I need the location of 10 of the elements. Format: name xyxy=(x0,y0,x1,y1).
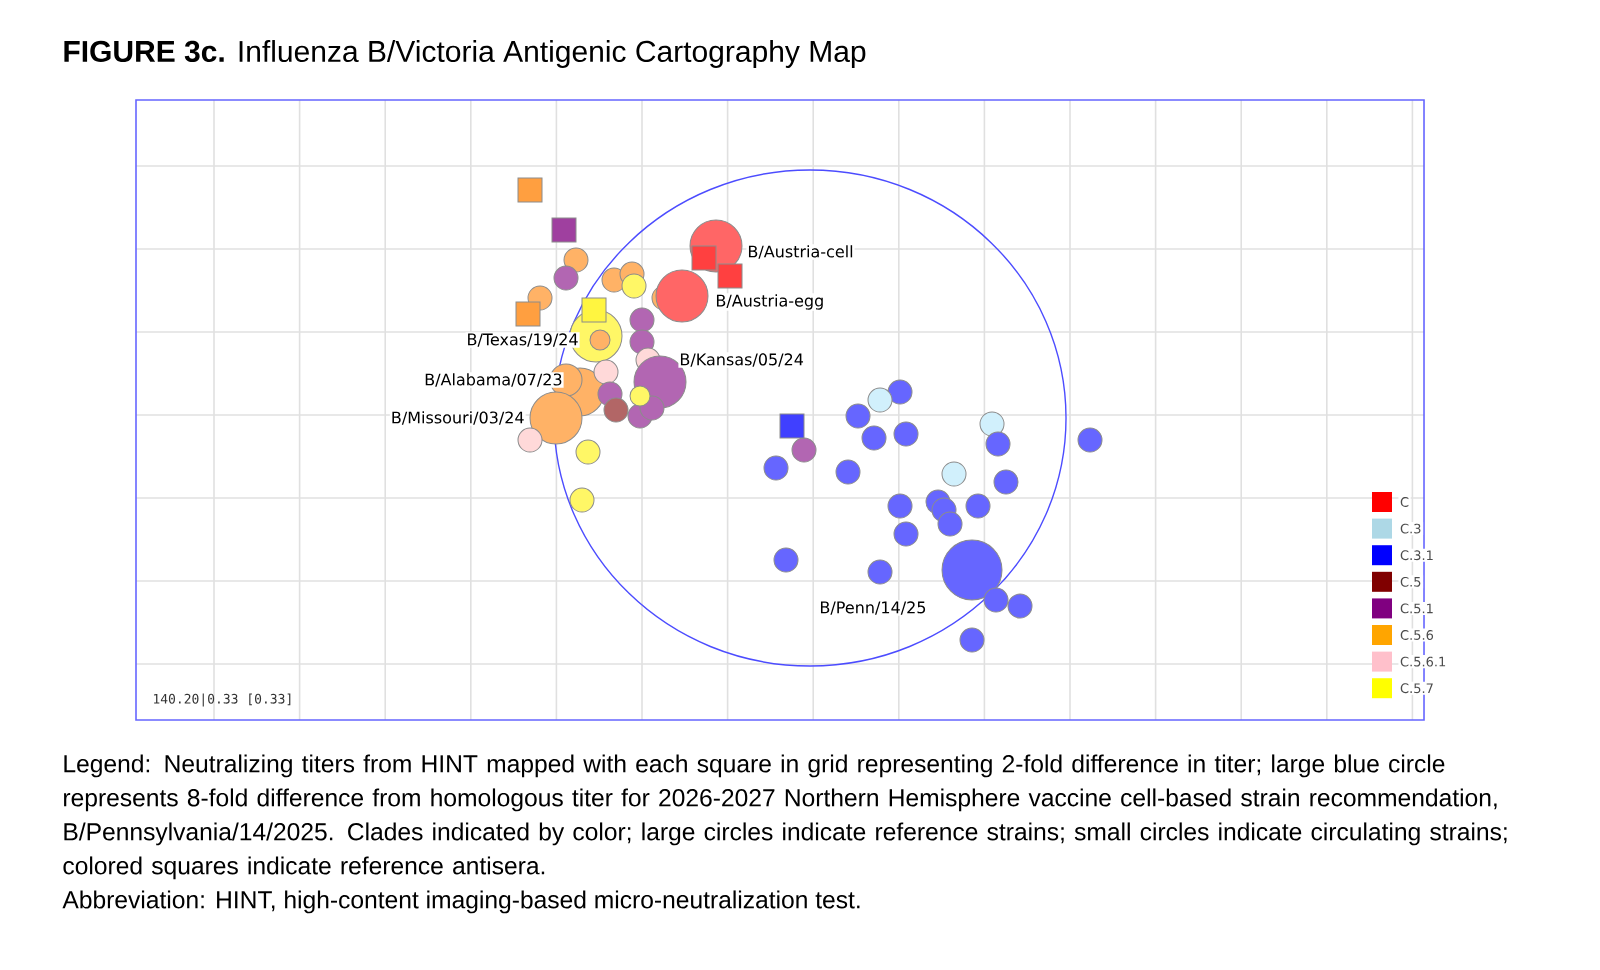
strain-label: B/Alabama/07/23 xyxy=(423,372,564,388)
figure-title: FIGURE 3c. Influenza B/Victoria Antigenic Cartography Map xyxy=(64,40,866,68)
strain-label: B/Austria-cell xyxy=(746,244,855,260)
strain-label: B/Missouri/03/24 xyxy=(389,410,526,426)
strain-label: B/Texas/19/24 xyxy=(465,332,580,348)
abbreviation-note: Abbreviation: HINT, high-content imaging-based micro-neutralization test. xyxy=(62,890,860,914)
strain-label: B/Austria-egg xyxy=(714,293,826,311)
strain-label: B/Kansas/05/24 xyxy=(678,352,805,368)
caption: Legend: Neutralizing titers from HINT mapped with each square in grid representing 2-fold difference in titer; large blue circle represents 8-fold difference from homologous titer for 2026-2027 Northern Hemisphere vaccine cell-based strain recommendation, B/Pennsylvania/14/2025. Clades indicated by color; large circles indicate reference strains; small circles indicate circulating strains; colored squares indicate reference antisera. xyxy=(63,754,1507,880)
strain-label: B/Penn/14/25 xyxy=(818,600,928,616)
